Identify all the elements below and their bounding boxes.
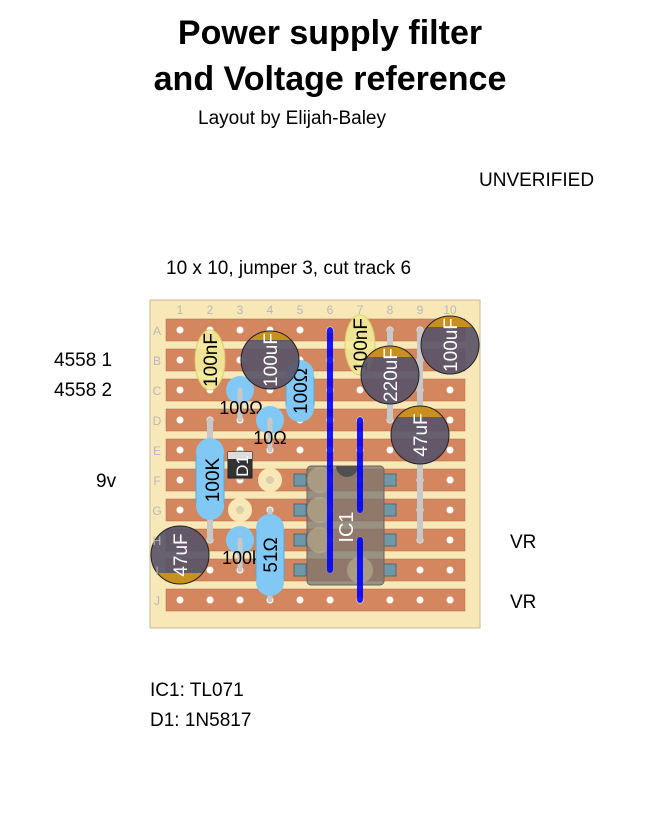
board-info: 10 x 10, jumper 3, cut track 6 bbox=[166, 258, 412, 279]
hole bbox=[386, 446, 394, 454]
hole bbox=[446, 446, 454, 454]
row-labels: A B C D E F G H I J bbox=[152, 324, 161, 608]
capacitor-c4[interactable]: 220uF bbox=[360, 345, 420, 405]
c7-label: 47uF bbox=[171, 533, 192, 576]
capacitor-c2[interactable]: 100uF bbox=[240, 330, 300, 390]
column-labels: 1 2 3 4 5 6 7 8 9 10 bbox=[177, 303, 457, 317]
hole bbox=[176, 506, 184, 514]
hole bbox=[446, 386, 454, 394]
r6-label: 51Ω bbox=[261, 537, 282, 572]
hole bbox=[326, 596, 334, 604]
capacitor-c7[interactable]: 47uF bbox=[150, 525, 210, 585]
hole bbox=[176, 356, 184, 364]
column-label: 10 bbox=[443, 303, 457, 317]
r1-label: 100Ω bbox=[219, 398, 263, 418]
hole bbox=[176, 326, 184, 334]
hole bbox=[206, 566, 214, 574]
resistor-r5[interactable]: 100k bbox=[222, 526, 262, 573]
column-label: 6 bbox=[327, 303, 334, 317]
hole bbox=[176, 476, 184, 484]
hole bbox=[236, 596, 244, 604]
ic1-chip[interactable]: IC1 bbox=[293, 465, 397, 586]
hole bbox=[446, 506, 454, 514]
hole bbox=[446, 416, 454, 424]
r3-label: 10Ω bbox=[253, 428, 286, 448]
r5-label: 100k bbox=[222, 548, 262, 568]
row-label: F bbox=[153, 474, 160, 488]
column-label: 1 bbox=[177, 303, 184, 317]
hole bbox=[176, 596, 184, 604]
row-label: B bbox=[153, 354, 161, 368]
c4-label: 220uF bbox=[381, 348, 402, 402]
hole bbox=[296, 326, 304, 334]
c1-label: 100nF bbox=[201, 333, 222, 387]
parts-list-ic1: IC1: TL071 bbox=[150, 680, 244, 701]
title-line-1: Power supply filter bbox=[177, 14, 483, 52]
row-label: C bbox=[153, 384, 162, 398]
status-label: UNVERIFIED bbox=[479, 170, 595, 191]
track-strip bbox=[165, 588, 466, 612]
hole bbox=[446, 536, 454, 544]
row-label: G bbox=[152, 504, 161, 518]
resistor-r3[interactable]: 10Ω bbox=[253, 406, 287, 453]
hole bbox=[236, 326, 244, 334]
hole bbox=[176, 416, 184, 424]
side-label-4558-1: 4558 1 bbox=[54, 350, 113, 371]
r2-label: 100Ω bbox=[291, 368, 312, 414]
diode-d1[interactable]: D1 bbox=[227, 450, 253, 480]
row-label: E bbox=[153, 444, 161, 458]
column-label: 7 bbox=[357, 303, 364, 317]
r4-label: 100K bbox=[203, 457, 224, 502]
c5-label: 100uF bbox=[441, 318, 462, 372]
row-label: A bbox=[153, 324, 161, 338]
resistor-r4[interactable]: 100K bbox=[195, 417, 225, 543]
track-cut-hole bbox=[266, 476, 274, 484]
capacitor-c5[interactable]: 100uF bbox=[420, 315, 480, 375]
column-label: 5 bbox=[297, 303, 304, 317]
hole bbox=[446, 476, 454, 484]
c6-label: 47uF bbox=[411, 413, 432, 456]
hole bbox=[416, 566, 424, 574]
column-label: 3 bbox=[237, 303, 244, 317]
hole bbox=[206, 596, 214, 604]
side-label-9v: 9v bbox=[96, 471, 117, 492]
side-label-vr-2: VR bbox=[510, 592, 537, 613]
track-cut-hole bbox=[236, 506, 244, 514]
column-label: 4 bbox=[267, 303, 274, 317]
row-label: J bbox=[154, 594, 160, 608]
hole bbox=[446, 566, 454, 574]
column-label: 8 bbox=[387, 303, 394, 317]
title-line-2: and Voltage reference bbox=[153, 60, 507, 98]
capacitor-c6[interactable]: 47uF bbox=[390, 405, 450, 465]
hole bbox=[296, 446, 304, 454]
hole bbox=[386, 596, 394, 604]
column-label: 2 bbox=[207, 303, 214, 317]
parts-list-d1: D1: 1N5817 bbox=[150, 710, 252, 731]
c2-label: 100uF bbox=[261, 333, 282, 387]
hole bbox=[446, 596, 454, 604]
byline: Layout by Elijah-Baley bbox=[198, 108, 386, 129]
d1-label: D1 bbox=[233, 455, 252, 477]
ic1-label: IC1 bbox=[336, 511, 358, 542]
resistor-r1[interactable]: 100Ω bbox=[219, 376, 263, 423]
row-label: H bbox=[153, 534, 162, 548]
column-label: 9 bbox=[417, 303, 424, 317]
hole bbox=[356, 386, 364, 394]
row-label: D bbox=[153, 414, 162, 428]
side-label-vr-1: VR bbox=[510, 532, 537, 553]
hole bbox=[176, 446, 184, 454]
hole bbox=[176, 386, 184, 394]
hole bbox=[296, 596, 304, 604]
side-label-4558-2: 4558 2 bbox=[54, 380, 113, 401]
row-label: I bbox=[155, 564, 158, 578]
resistor-r6[interactable]: 51Ω bbox=[255, 507, 285, 603]
capacitor-c1[interactable]: 100nF bbox=[194, 329, 226, 391]
resistor-r2[interactable]: 100Ω bbox=[285, 360, 315, 422]
hole bbox=[416, 596, 424, 604]
